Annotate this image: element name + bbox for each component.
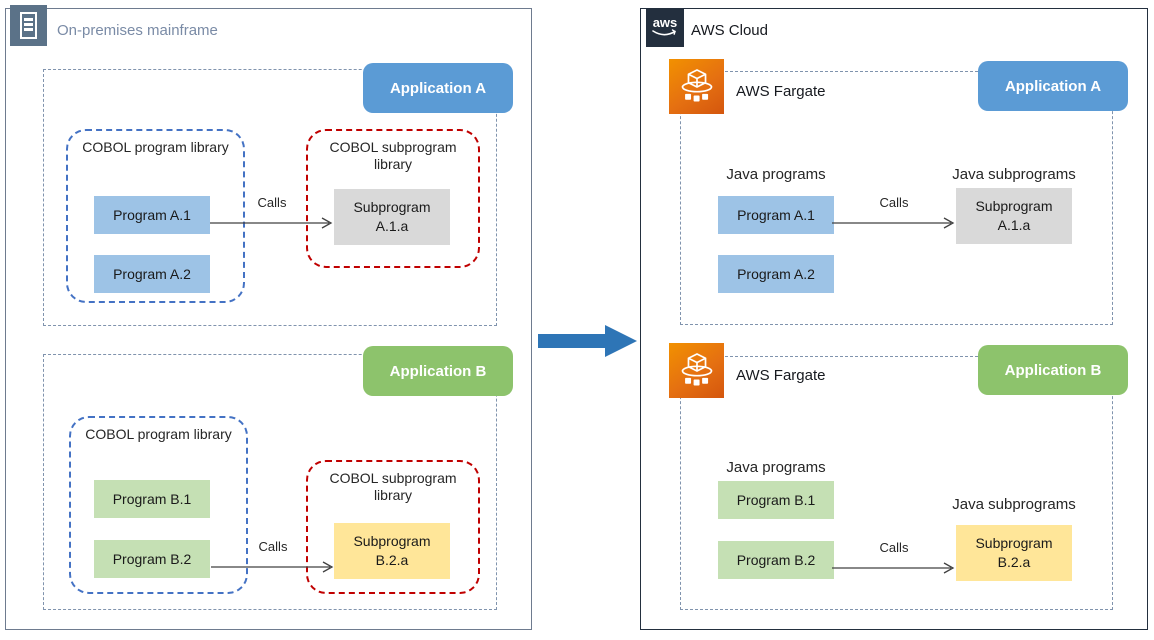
onprem-application-b-container bbox=[43, 354, 497, 610]
calls-label: Calls bbox=[257, 195, 287, 210]
migration-arrow-icon bbox=[538, 325, 637, 357]
calls-arrow-b-aws: Calls bbox=[832, 540, 956, 576]
aws-smile-icon bbox=[652, 29, 676, 36]
aws-fargate-label: AWS Fargate bbox=[736, 367, 826, 384]
subprogram-b2a-box: Subprogram B.2.a bbox=[334, 523, 450, 579]
aws-cloud-title: AWS Cloud bbox=[691, 22, 768, 39]
subprogram-a1a-box: Subprogram A.1.a bbox=[334, 189, 450, 245]
calls-arrow-a-onprem: Calls bbox=[210, 195, 334, 231]
program-a1-box: Program A.1 bbox=[94, 196, 210, 234]
calls-arrow-a-aws: Calls bbox=[832, 195, 956, 231]
calls-arrow-b-onprem: Calls bbox=[211, 539, 335, 575]
program-a2-box: Program A.2 bbox=[94, 255, 210, 293]
onprem-application-a-container bbox=[43, 69, 497, 326]
aws-logo-icon: aws bbox=[646, 9, 684, 47]
onprem-application-a-label: Application A bbox=[363, 63, 513, 113]
java-program-b2-box: Program B.2 bbox=[718, 541, 834, 579]
java-program-a2-box: Program A.2 bbox=[718, 255, 834, 293]
server-glyph-icon bbox=[20, 12, 37, 39]
aws-application-b-label: Application B bbox=[978, 345, 1128, 395]
java-program-b1-box: Program B.1 bbox=[718, 481, 834, 519]
aws-fargate-icon bbox=[669, 343, 724, 398]
arrow-line-icon bbox=[832, 562, 955, 574]
cobol-subprogram-library-b-title: COBOL subprogram library bbox=[329, 470, 457, 503]
calls-label: Calls bbox=[879, 195, 909, 210]
program-b1-box: Program B.1 bbox=[94, 480, 210, 518]
aws-logo-text: aws bbox=[652, 15, 678, 30]
aws-cloud-panel: aws AWS Cloud AWS Fargate Application bbox=[640, 8, 1148, 630]
arrow-line-icon bbox=[832, 217, 955, 229]
java-subprogram-b2a-box: Subprogram B.2.a bbox=[956, 525, 1072, 581]
aws-application-a-container bbox=[680, 71, 1113, 325]
java-programs-title-b: Java programs bbox=[726, 459, 826, 476]
java-program-a1-box: Program A.1 bbox=[718, 196, 834, 234]
cobol-program-library-a-title: COBOL program library bbox=[82, 139, 229, 155]
calls-label: Calls bbox=[258, 539, 288, 554]
aws-application-a-label: Application A bbox=[978, 61, 1128, 111]
aws-application-b-container bbox=[680, 356, 1113, 610]
cobol-program-library-b-title: COBOL program library bbox=[85, 426, 232, 442]
aws-fargate-icon bbox=[669, 59, 724, 114]
java-programs-title-a: Java programs bbox=[726, 166, 826, 183]
java-subprograms-title-b: Java subprograms bbox=[952, 496, 1076, 513]
on-premises-panel: On-premises mainframe Application A COBO… bbox=[5, 5, 532, 630]
aws-fargate-label: AWS Fargate bbox=[736, 83, 826, 100]
mainframe-icon bbox=[10, 5, 47, 46]
java-subprogram-a1a-box: Subprogram A.1.a bbox=[956, 188, 1072, 244]
cobol-subprogram-library-a-title: COBOL subprogram library bbox=[329, 139, 457, 172]
onprem-application-b-label: Application B bbox=[363, 346, 513, 396]
arrow-line-icon bbox=[211, 561, 334, 573]
java-subprograms-title-a: Java subprograms bbox=[952, 166, 1076, 183]
arrow-line-icon bbox=[210, 217, 333, 229]
on-premises-title: On-premises mainframe bbox=[57, 22, 218, 39]
calls-label: Calls bbox=[879, 540, 909, 555]
program-b2-box: Program B.2 bbox=[94, 540, 210, 578]
